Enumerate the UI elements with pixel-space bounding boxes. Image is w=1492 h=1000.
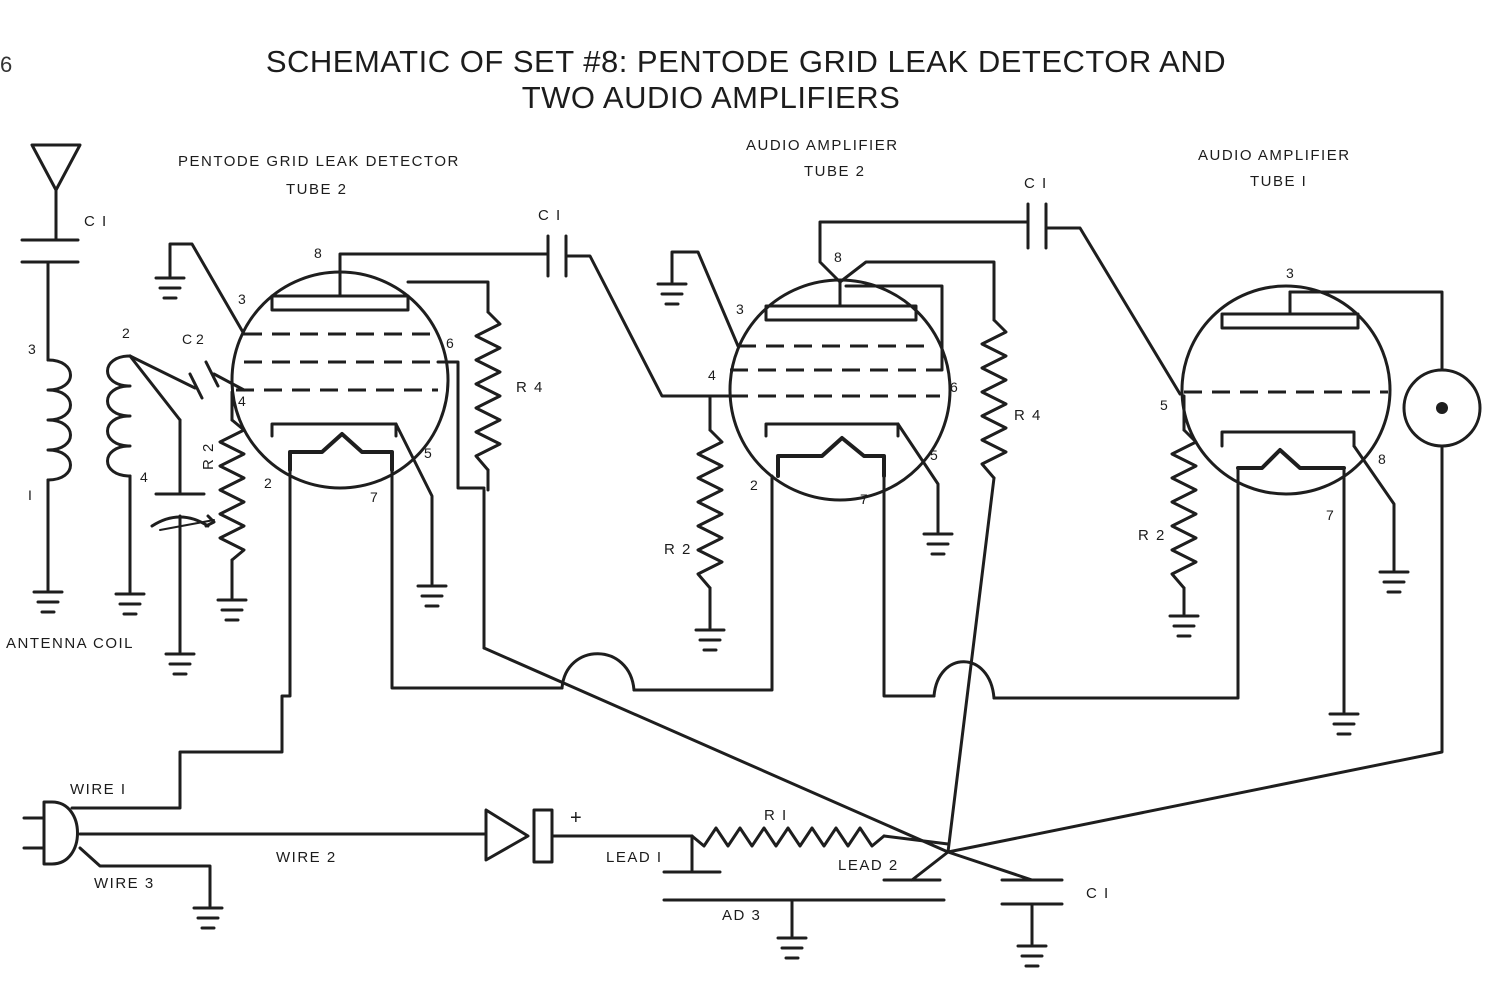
label-c2: C 2 [182,331,204,347]
ground-icon [694,628,726,652]
pin-label-8-amplifier-2: 8 [1378,451,1386,467]
label-c1-coupling-2: C I [1024,175,1048,192]
capacitor-c1-coupling-1 [546,234,568,278]
pin-label-8-amplifier-1: 8 [834,249,842,265]
label-wire-1: WIRE I [70,781,127,798]
power-plug-icon [22,800,79,866]
pin-label-6-amplifier-1: 6 [950,379,958,395]
resistor-r4-detector [474,310,502,472]
pin-label-4-amplifier-1: 4 [708,367,716,383]
label-r4-amplifier-1: R 4 [1014,407,1042,424]
pin-label-4-coil: 4 [140,469,148,485]
pin-label-6-detector: 6 [446,335,454,351]
pin-label-4-detector: 4 [238,393,246,409]
pin-label-3-amplifier-1: 3 [736,301,744,317]
tube-label-amplifier-1: TUBE 2 [804,163,866,180]
ground-icon [1168,614,1200,638]
ground-icon [922,532,954,556]
capacitor-c1-filter [1000,878,1064,906]
antenna-icon [30,143,82,242]
pin-label-2-coil: 2 [122,325,130,341]
resistor-r1 [690,826,886,848]
ground-icon [164,652,196,676]
capacitor-c1-antenna [20,238,80,264]
resistor-r4-amplifier-1 [980,318,1008,480]
variable-capacitor [150,492,216,531]
pin-label-5-amplifier-1: 5 [930,447,938,463]
label-r2-amplifier-1: R 2 [664,541,692,558]
label-plus: + [570,807,583,829]
capacitor-c1-coupling-2 [1026,202,1048,250]
tube-pentode-detector [230,270,450,490]
pin-label-3-amplifier-2: 3 [1286,265,1294,281]
ground-icon [216,598,248,622]
schematic-title-line-2: TWO AUDIO AMPLIFIERS [521,80,901,115]
pin-label-7-amplifier-2: 7 [1326,507,1334,523]
resistor-r2-detector [218,418,246,562]
pin-label-2-detector: 2 [264,475,272,491]
tube-label-detector: TUBE 2 [286,181,348,198]
label-wire-2: WIRE 2 [276,849,337,866]
page-number: 6 [0,52,13,77]
pin-label-1-coil: I [28,487,32,503]
label-c1-coupling-1: C I [538,207,562,224]
ground-icon [192,906,224,930]
ground-icon [776,936,808,960]
tube-audio-amplifier-1 [728,278,952,502]
diode-icon [484,808,554,864]
ground-icon [1328,712,1360,736]
pin-label-8-detector: 8 [314,245,322,261]
pin-label-3-coil: 3 [28,341,36,357]
speaker-icon [1402,368,1482,448]
resistor-r2-amplifier-1 [696,428,724,590]
heading-amplifier-1: AUDIO AMPLIFIER [746,137,899,154]
tube-audio-amplifier-2 [1180,284,1392,496]
ground-icon [416,584,448,608]
label-r2-detector: R 2 [200,442,217,470]
ground-icon [154,276,186,300]
heading-detector: PENTODE GRID LEAK DETECTOR [178,153,460,170]
resistor-r2-amplifier-2 [1170,428,1198,590]
label-antenna-coil: ANTENNA COIL [6,635,134,652]
label-r2-amplifier-2: R 2 [1138,527,1166,544]
ground-icon [1378,570,1410,594]
pin-label-5-detector: 5 [424,445,432,461]
ground-icon [1016,944,1048,968]
pin-label-2-amplifier-1: 2 [750,477,758,493]
label-lead-1: LEAD I [606,849,663,866]
pin-label-3-detector: 3 [238,291,246,307]
pin-label-5-amplifier-2: 5 [1160,397,1168,413]
antenna-coil-secondary [106,354,132,478]
ground-icon [114,592,146,616]
ground-icon [656,282,688,306]
label-lead-2: LEAD 2 [838,857,899,874]
capacitor-c2 [188,360,220,400]
label-c1-antenna: C I [84,213,108,230]
label-wire-3: WIRE 3 [94,875,155,892]
tube-label-amplifier-2: TUBE I [1250,173,1307,190]
pin-label-7-amplifier-1: 7 [860,491,868,507]
heading-amplifier-2: AUDIO AMPLIFIER [1198,147,1351,164]
label-c1-filter: C I [1086,885,1110,902]
label-r1: R I [764,807,788,824]
label-r4-detector: R 4 [516,379,544,396]
pin-label-7-detector: 7 [370,489,378,505]
schematic-title-line-1: SCHEMATIC OF SET #8: PENTODE GRID LEAK D… [265,44,1227,79]
antenna-coil-primary [46,358,72,482]
ground-icon [32,590,64,614]
label-lead-3: AD 3 [722,907,761,924]
